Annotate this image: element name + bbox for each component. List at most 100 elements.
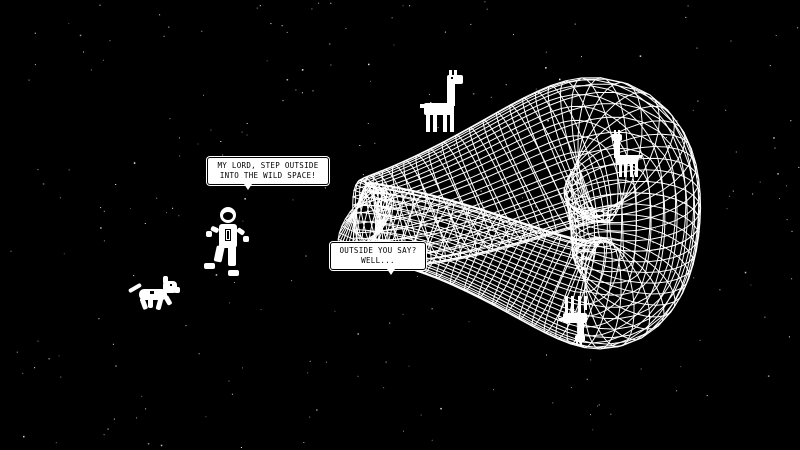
- star: [797, 27, 799, 29]
- star: [166, 212, 167, 214]
- star: [169, 118, 171, 120]
- star: [416, 275, 418, 277]
- star: [640, 368, 642, 370]
- star: [774, 147, 776, 149]
- star: [547, 119, 549, 122]
- llama-icon[interactable]: [420, 70, 463, 132]
- astronaut-icon[interactable]: [204, 207, 249, 276]
- star: [246, 123, 248, 124]
- star: [309, 416, 311, 418]
- star: [229, 302, 230, 304]
- star: [675, 120, 678, 122]
- star: [551, 216, 553, 218]
- star: [147, 443, 150, 445]
- star: [260, 309, 262, 311]
- star: [60, 376, 62, 378]
- star: [103, 59, 104, 61]
- star: [242, 367, 243, 369]
- mesh-line: [357, 79, 687, 320]
- star: [490, 96, 492, 98]
- star: [318, 2, 320, 4]
- star: [201, 30, 203, 32]
- mesh-line: [354, 85, 677, 308]
- star: [692, 109, 694, 111]
- speech-bubble-torus[interactable]: OUTSIDE YOU SAY? WELL...: [331, 243, 425, 275]
- star: [220, 141, 222, 142]
- speech-bubble-astronaut[interactable]: MY LORD, STEP OUTSIDE INTO THE WILD SPAC…: [208, 158, 328, 190]
- llama-icon[interactable]: [559, 296, 587, 346]
- star: [292, 199, 294, 201]
- star: [309, 360, 311, 362]
- star: [735, 151, 737, 153]
- mesh-line: [362, 78, 700, 339]
- star: [133, 162, 136, 164]
- star: [779, 198, 780, 200]
- dialogue-line: WELL...: [361, 256, 395, 265]
- star: [420, 414, 422, 416]
- speech-bubble-tail: [244, 184, 252, 190]
- mesh-line: [365, 83, 702, 345]
- star: [652, 242, 654, 244]
- star: [655, 228, 657, 230]
- star: [592, 429, 594, 431]
- star: [42, 183, 45, 185]
- star: [330, 2, 332, 4]
- star: [316, 409, 318, 411]
- star: [535, 206, 537, 208]
- star: [570, 387, 572, 389]
- star: [726, 208, 728, 210]
- star: [90, 69, 92, 71]
- star: [696, 47, 698, 49]
- star: [291, 280, 293, 282]
- star: [244, 198, 246, 200]
- star: [409, 5, 411, 7]
- mesh-line: [337, 180, 606, 251]
- dialogue-line: OUTSIDE YOU SAY?: [339, 246, 417, 255]
- star: [99, 4, 101, 6]
- star: [440, 407, 442, 410]
- star: [103, 434, 105, 436]
- star: [141, 395, 143, 397]
- star: [391, 17, 393, 19]
- star: [730, 40, 732, 42]
- star: [295, 89, 297, 91]
- star: [156, 197, 158, 199]
- star: [493, 252, 495, 254]
- star: [367, 123, 369, 124]
- dog-icon[interactable]: [128, 276, 180, 310]
- star: [241, 131, 243, 133]
- star: [581, 56, 582, 58]
- star: [383, 387, 385, 389]
- star: [486, 265, 488, 267]
- mesh-line: [359, 77, 695, 330]
- star: [687, 5, 689, 7]
- star: [732, 190, 734, 192]
- star: [163, 35, 165, 37]
- star: [667, 145, 670, 147]
- star: [658, 232, 660, 234]
- star: [34, 367, 36, 369]
- star: [197, 143, 199, 145]
- star: [59, 197, 61, 199]
- star: [510, 155, 512, 157]
- star: [83, 51, 84, 53]
- star: [374, 142, 376, 144]
- star: [671, 271, 673, 273]
- star: [633, 169, 635, 171]
- star: [437, 127, 439, 129]
- star: [725, 109, 727, 111]
- star: [28, 79, 30, 81]
- star: [129, 207, 131, 209]
- star: [685, 16, 687, 18]
- mesh-line: [344, 150, 619, 254]
- star: [719, 289, 721, 291]
- llama-icon[interactable]: [612, 130, 642, 177]
- star: [786, 185, 787, 187]
- star: [210, 129, 212, 131]
- star: [100, 227, 102, 229]
- star: [115, 184, 117, 185]
- star: [790, 120, 792, 122]
- star: [636, 186, 638, 188]
- star: [624, 105, 626, 107]
